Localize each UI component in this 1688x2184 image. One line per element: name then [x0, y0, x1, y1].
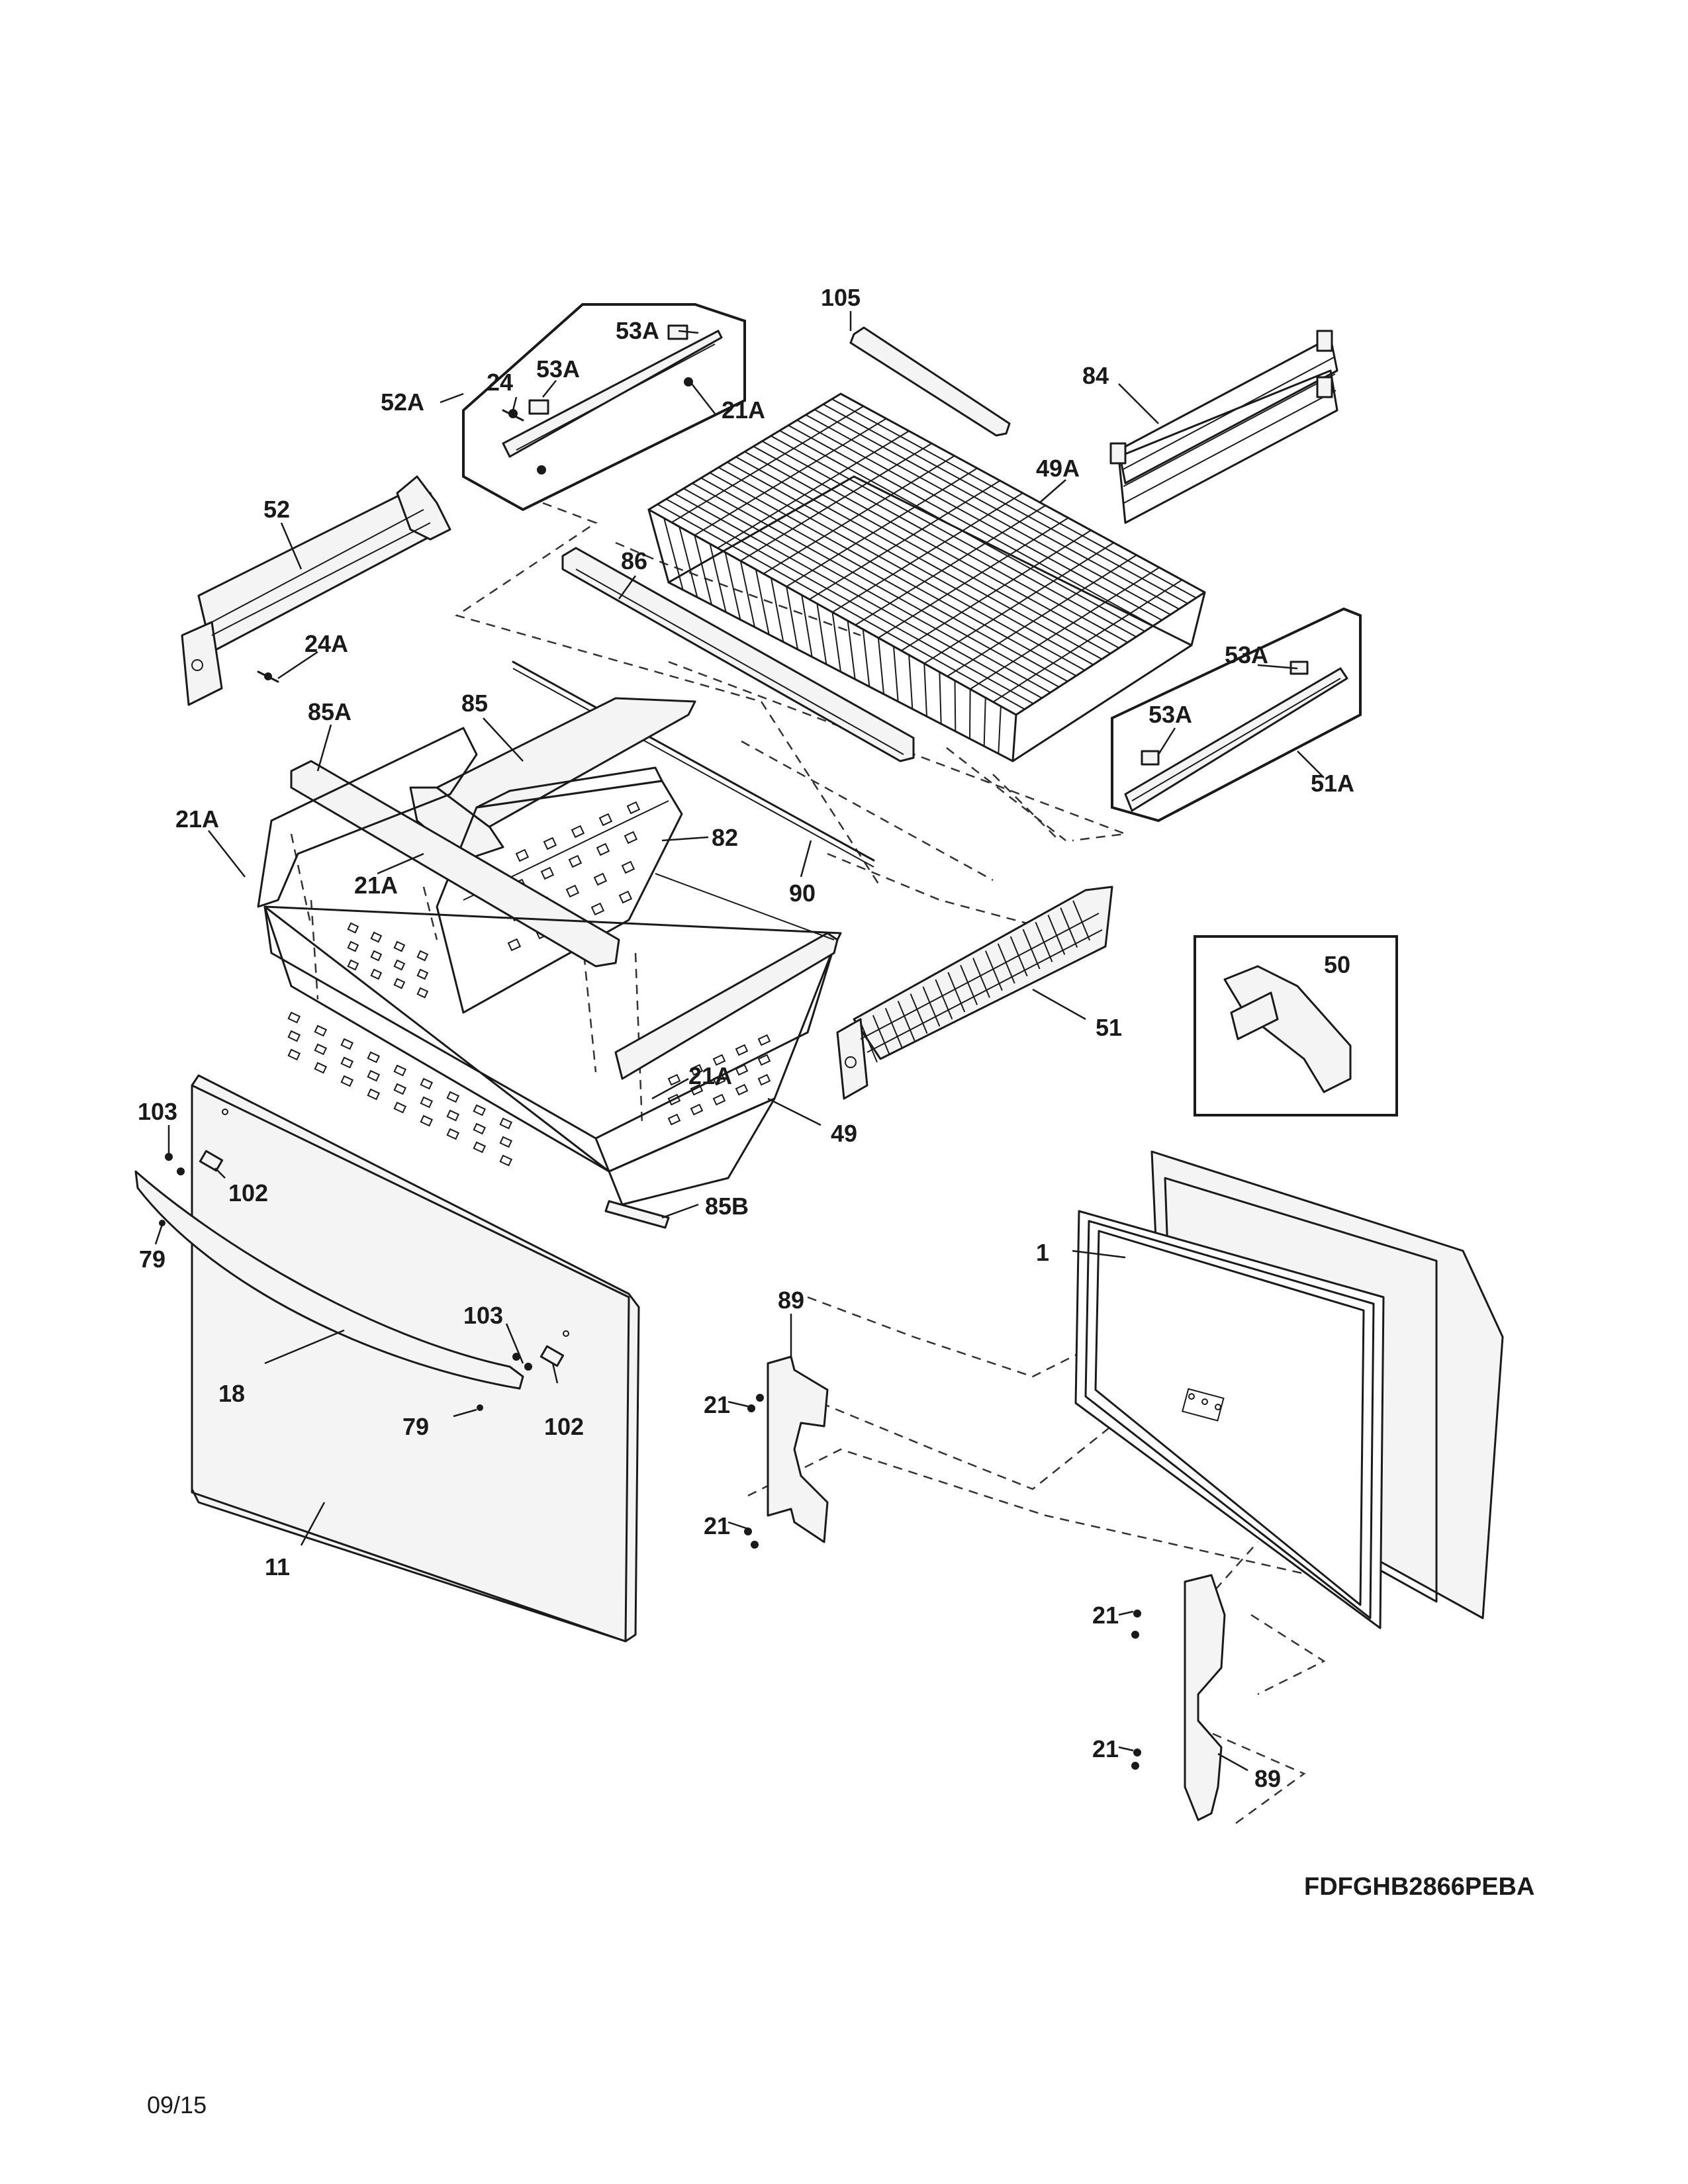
- callout-52a: 52A: [381, 388, 424, 416]
- part-1-gasket-frame: [1074, 1150, 1504, 1629]
- callout-53a-right-top: 53A: [1225, 641, 1268, 668]
- part-51-slide: [836, 886, 1113, 1100]
- callout-53a-top: 53A: [616, 317, 659, 344]
- callout-21a-bin: 21A: [688, 1062, 732, 1089]
- callout-51: 51: [1096, 1014, 1122, 1041]
- callout-21a-left: 21A: [175, 805, 219, 833]
- callout-89-lower: 89: [1254, 1765, 1281, 1792]
- callout-79-left: 79: [139, 1246, 165, 1273]
- handle-hardware: [159, 1150, 565, 1411]
- callout-24: 24: [487, 369, 513, 396]
- callout-24a: 24A: [305, 630, 348, 657]
- callout-18: 18: [218, 1380, 245, 1407]
- callout-21a-center: 21A: [354, 872, 398, 899]
- model-number: FDFGHB2866PEBA: [1304, 1873, 1535, 1901]
- callout-21-lower-a: 21: [1092, 1602, 1119, 1629]
- part-49-drawer-bin: [257, 727, 842, 1206]
- callout-11: 11: [265, 1553, 290, 1580]
- callout-85a: 85A: [308, 698, 352, 725]
- callout-53a-right-mid: 53A: [1149, 701, 1192, 728]
- callout-49a: 49A: [1036, 455, 1080, 482]
- callout-52: 52: [263, 496, 290, 523]
- callout-50: 50: [1324, 951, 1350, 978]
- part-89-hinge-upper: [744, 1355, 829, 1549]
- callout-84: 84: [1082, 362, 1109, 389]
- callout-1: 1: [1036, 1239, 1049, 1266]
- part-85-divider: [409, 697, 696, 862]
- callout-21a-rail: 21A: [722, 396, 765, 424]
- part-89-hinge-lower: [1131, 1574, 1226, 1821]
- part-49a-wire-basket: [647, 392, 1206, 762]
- callout-82: 82: [712, 824, 738, 851]
- callout-90: 90: [789, 880, 816, 907]
- callout-labels: 105 53A 24 53A 52A 21A 84 49A 52 86 24A …: [138, 284, 1354, 1792]
- callout-79-right: 79: [402, 1413, 429, 1440]
- part-18-handle: [134, 1170, 524, 1390]
- callout-49: 49: [831, 1120, 857, 1147]
- leader-lines: [154, 311, 1325, 1772]
- callout-85b: 85B: [705, 1193, 749, 1220]
- callout-102-left: 102: [228, 1179, 268, 1206]
- callout-21-upper-a: 21: [704, 1391, 730, 1418]
- callout-105: 105: [821, 284, 861, 311]
- part-85b: [604, 1200, 670, 1229]
- callout-89-upper: 89: [778, 1287, 804, 1314]
- callout-103-right: 103: [463, 1302, 503, 1329]
- part-90-rod: [512, 660, 875, 868]
- callout-53a-mid: 53A: [536, 355, 580, 383]
- part-52-slide: [181, 475, 451, 706]
- callout-21-upper-b: 21: [704, 1512, 730, 1539]
- callout-21-lower-b: 21: [1092, 1735, 1119, 1762]
- part-52a-group: [462, 303, 746, 512]
- callout-103-left: 103: [138, 1098, 177, 1125]
- revision-date: 09/15: [147, 2091, 207, 2118]
- callout-85: 85: [461, 690, 488, 717]
- part-50-group: [1194, 935, 1398, 1116]
- part-85a-bar: [290, 760, 620, 968]
- callout-51a: 51A: [1311, 770, 1354, 797]
- callout-86: 86: [621, 547, 647, 574]
- part-86-trim: [561, 547, 915, 762]
- callout-102-right: 102: [544, 1413, 584, 1440]
- part-105-bar: [849, 326, 1011, 437]
- part-84-divider: [1109, 330, 1338, 524]
